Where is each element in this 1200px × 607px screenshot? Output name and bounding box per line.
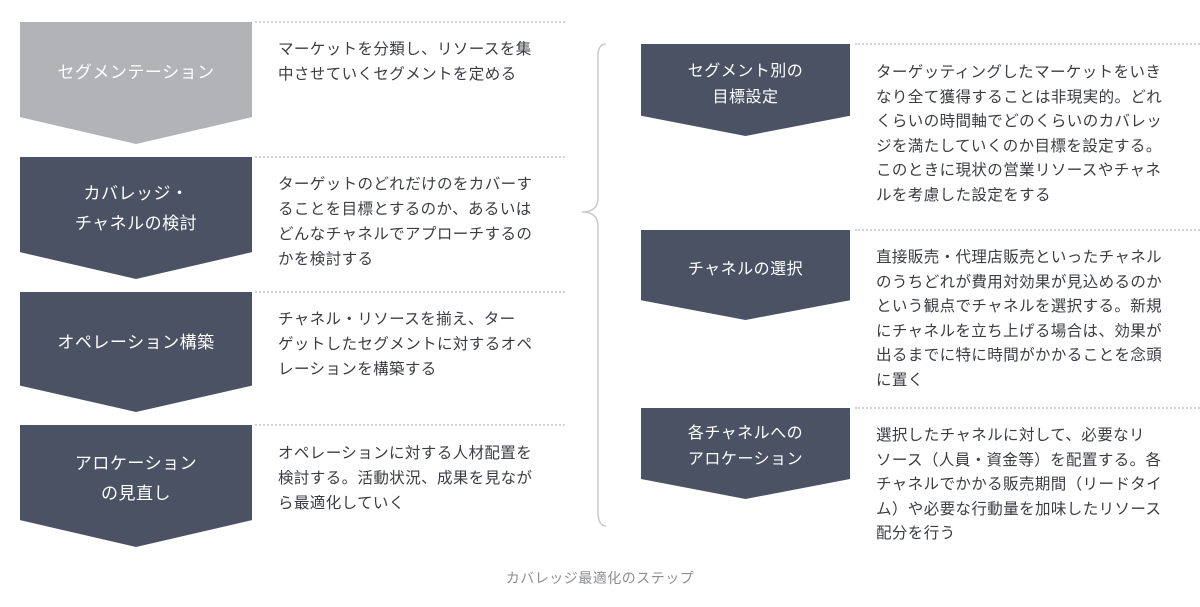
divider-line [255, 21, 565, 23]
step-coverage-chevron: カバレッジ・ チャネルの検討 [20, 157, 252, 279]
step-channel-selection-chevron: チャネルの選択 [641, 230, 850, 320]
step-operation-chevron: オペレーション構築 [20, 292, 252, 412]
step-description: マーケットを分類し、リソースを集 中させていくセグメントを定める [278, 40, 532, 83]
step-target-setting-chevron: セグメント別の 目標設定 [641, 44, 850, 136]
step-label: チャネルの選択 [687, 259, 804, 278]
step-description: チャネル・リソースを揃え、ター ゲットしたセグメントに対するオペ レーションを構… [278, 310, 533, 378]
divider-line [255, 424, 565, 426]
step-description: オペレーションに対する人材配置を 検討する。活動状況、成果を見なが ら最適化して… [278, 444, 533, 512]
step-channel-allocation-chevron: 各チャネルへの アロケーション [641, 408, 850, 499]
figure-caption: カバレッジ最適化のステップ [505, 571, 695, 587]
divider-line [855, 407, 1200, 409]
divider-line [855, 43, 1200, 45]
step-label: カバレッジ・ チャネルの検討 [74, 184, 198, 234]
step-segmentation-chevron: セグメンテーション [20, 22, 252, 144]
step-label: セグメント別の 目標設定 [687, 61, 804, 106]
step-label: アロケーション の見直し [74, 454, 198, 504]
brace-connector [581, 43, 607, 527]
step-label: 各チャネルへの アロケーション [687, 423, 804, 468]
step-description: 直接販売・代理店販売といったチャネル のうちどれが費用対効果が見込めるのか とい… [876, 248, 1163, 389]
step-label: オペレーション構築 [57, 333, 215, 353]
divider-line [855, 229, 1200, 231]
step-description: ターゲッティングしたマーケットをいき なり全て獲得することは非現実的。どれ くら… [876, 63, 1163, 204]
step-label: セグメンテーション [57, 63, 215, 83]
step-allocation-review-chevron: アロケーション の見直し [20, 425, 252, 547]
divider-line [255, 291, 565, 293]
step-description: ターゲットのどれだけのをカバーす ることを目標とするのか、あるいは どんなチャネ… [278, 175, 533, 268]
step-description: 選択したチャネルに対して、必要なリ ソース（人員・資金等）を配置する。各 チャネ… [876, 426, 1163, 542]
divider-line [255, 156, 565, 158]
